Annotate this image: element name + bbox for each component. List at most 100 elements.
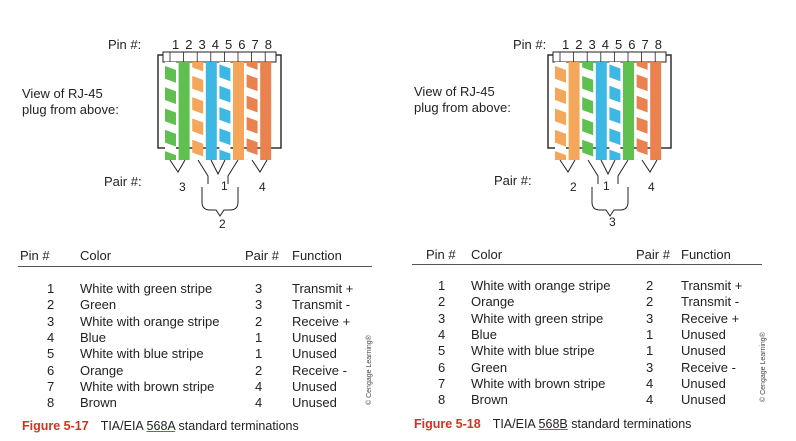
pair-number-center: 1: [603, 179, 610, 193]
row-pin: 8: [47, 395, 55, 411]
row-color: White with brown stripe: [80, 378, 215, 394]
pin-numbers: 1 2 3 4 5 6 7 8: [562, 37, 664, 52]
row-pin: 3: [438, 310, 446, 326]
row-function: Receive +: [292, 313, 351, 329]
row-function: Unused: [681, 326, 726, 342]
row-function: Unused: [681, 343, 726, 359]
wire-orange: [568, 62, 580, 160]
wire-white-green: [165, 62, 176, 160]
pair-number-bottom: 2: [219, 217, 226, 231]
caption-standard: 568A: [146, 419, 176, 433]
wire-white-green: [582, 62, 594, 160]
row-pin: 5: [438, 343, 446, 359]
wire-white-blue: [609, 62, 621, 160]
row-color: Green: [80, 297, 117, 313]
view-label-line2: plug from above:: [22, 102, 119, 117]
row-pin: 4: [438, 326, 446, 342]
header-rule: [412, 264, 762, 265]
pin-label: Pin #:: [108, 37, 142, 52]
row-pin: 7: [47, 378, 55, 394]
row-function: Unused: [292, 346, 337, 362]
view-label-line1: View of RJ-45: [414, 84, 495, 99]
view-label-line1: View of RJ-45: [22, 86, 103, 101]
row-pin: 6: [438, 359, 446, 375]
contact-housing: [162, 51, 277, 63]
panel-568a: Pin #: 1 2 3 4 5 6 7 8 View of RJ-45 plu…: [0, 0, 390, 441]
panel-568b: Pin #: 1 2 3 4 5 6 7 8 View of RJ-45 plu…: [398, 0, 796, 441]
header-color: Color: [80, 248, 112, 263]
row-color: Green: [471, 359, 508, 375]
pair-lead-right: [251, 159, 268, 173]
row-pin: 1: [47, 281, 55, 296]
wire-brown: [260, 62, 272, 160]
row-pin: 2: [438, 294, 446, 310]
row-pair: 1: [255, 346, 263, 362]
header-pair: Pair #: [245, 248, 279, 263]
row-pin: 8: [438, 392, 446, 408]
row-color: Brown: [80, 395, 117, 411]
row-function: Unused: [292, 395, 337, 411]
row-pin: 1: [438, 278, 446, 293]
row-pair: 3: [646, 359, 654, 375]
row-color: Orange: [471, 294, 515, 310]
caption-suffix: standard terminations: [175, 419, 299, 433]
row-function: Unused: [292, 378, 337, 394]
pair-lead-outer: [197, 159, 239, 184]
rj45-plug-diagram-568a: [157, 51, 282, 217]
row-color: Blue: [471, 326, 498, 342]
caption-suffix: standard terminations: [567, 417, 692, 431]
row-pin: 4: [47, 329, 55, 345]
pair-number-left: 2: [570, 180, 577, 194]
header-pin: Pin #: [20, 248, 50, 263]
row-color: White with green stripe: [80, 281, 213, 296]
pair-lead-outer: [587, 159, 629, 184]
contact-housing: [552, 51, 667, 63]
wire-white-brown: [636, 62, 648, 160]
outer-pair-bracket: [591, 187, 629, 217]
pair-lead-center: [600, 159, 616, 176]
row-pin: 6: [47, 362, 55, 378]
header-rule: [18, 266, 372, 267]
row-color: Brown: [471, 392, 508, 408]
row-color: White with orange stripe: [471, 278, 611, 293]
row-color: White with green stripe: [471, 310, 604, 326]
header-color: Color: [471, 247, 503, 262]
pair-lead-center: [210, 159, 226, 176]
pair-number-right: 4: [648, 180, 655, 194]
row-pair: 2: [255, 362, 263, 378]
wire-orange: [233, 62, 244, 160]
wire-white-orange: [192, 62, 204, 160]
wire-green: [623, 62, 634, 160]
pin-numbers: 1 2 3 4 5 6 7 8: [172, 37, 274, 52]
rj45-plug-diagram-568b: [547, 51, 672, 217]
pair-lead-right: [641, 159, 658, 173]
pair-label: Pair #:: [104, 174, 142, 189]
row-function: Unused: [681, 375, 726, 391]
row-function: Unused: [292, 329, 337, 345]
row-pair: 1: [646, 326, 654, 342]
header-pin: Pin #: [426, 247, 456, 262]
row-pair: 4: [255, 395, 263, 411]
row-function: Transmit +: [681, 278, 743, 293]
row-color: White with brown stripe: [471, 375, 606, 391]
row-function: Unused: [681, 392, 726, 408]
row-pair: 2: [646, 294, 654, 310]
wire-white-orange: [555, 62, 566, 160]
wire-blue: [595, 62, 607, 160]
row-function: Transmit -: [292, 297, 351, 313]
pair-number-bottom: 3: [609, 215, 616, 229]
row-pin: 2: [47, 297, 55, 313]
pair-label: Pair #:: [494, 173, 532, 188]
header-pair: Pair #: [636, 247, 670, 262]
copyright-credit: © Cengage Learning®: [366, 335, 373, 405]
wire-brown: [650, 62, 662, 160]
row-pair: 4: [646, 392, 654, 408]
pair-leads: [169, 159, 268, 217]
row-pair: 2: [255, 313, 263, 329]
row-pair: 3: [646, 310, 654, 326]
row-color: White with orange stripe: [80, 313, 220, 329]
header-function: Function: [681, 247, 731, 262]
row-function: Receive -: [681, 359, 736, 375]
row-function: Receive +: [681, 310, 740, 326]
